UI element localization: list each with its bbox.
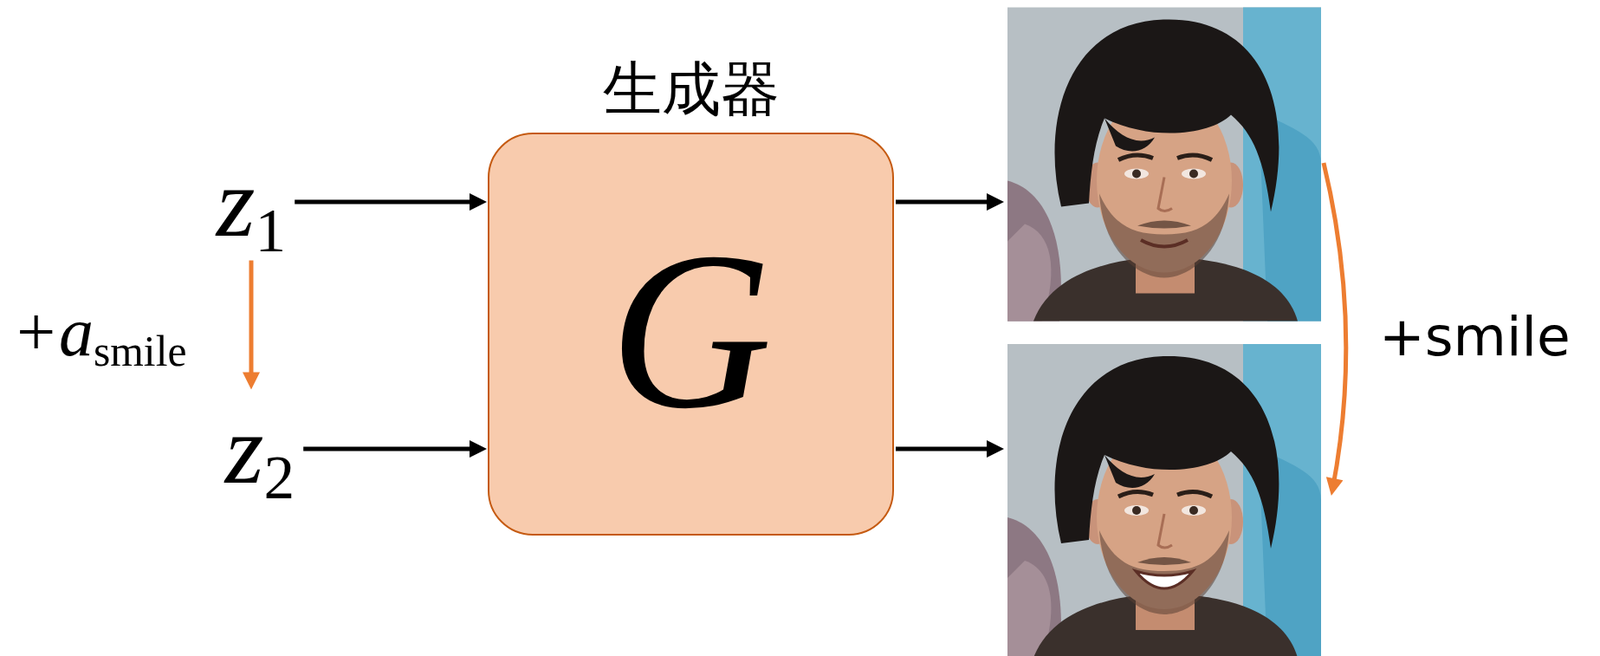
connector-arrow xyxy=(248,260,253,385)
math-symbol: z xyxy=(225,394,265,505)
generator-title: 生成器 xyxy=(602,59,780,119)
generator-symbol: G xyxy=(609,217,773,443)
subscript: 1 xyxy=(255,194,287,264)
face-image xyxy=(1007,343,1322,656)
latent-label: z1 xyxy=(216,152,286,253)
generator-box: 生成器G xyxy=(487,132,894,536)
mouth xyxy=(1140,239,1188,247)
connector-arrow xyxy=(294,200,482,205)
change-label: +smile xyxy=(1379,306,1571,367)
output-arrow xyxy=(895,446,999,452)
latent-vector: z2 xyxy=(225,399,295,499)
math-symbol: z xyxy=(216,147,256,258)
subscript: 2 xyxy=(264,441,296,511)
output-arrow xyxy=(895,200,999,205)
math-symbol: +a xyxy=(12,293,94,370)
subscript: smile xyxy=(93,327,187,376)
change-arrow xyxy=(1323,162,1347,491)
latent-label: z2 xyxy=(225,399,295,499)
edge-label: +asmile xyxy=(10,293,188,370)
smiling-mouth xyxy=(1135,570,1193,589)
face-image xyxy=(1007,7,1322,322)
connector-arrow xyxy=(303,446,482,452)
latent-vector: z1 xyxy=(216,152,286,253)
